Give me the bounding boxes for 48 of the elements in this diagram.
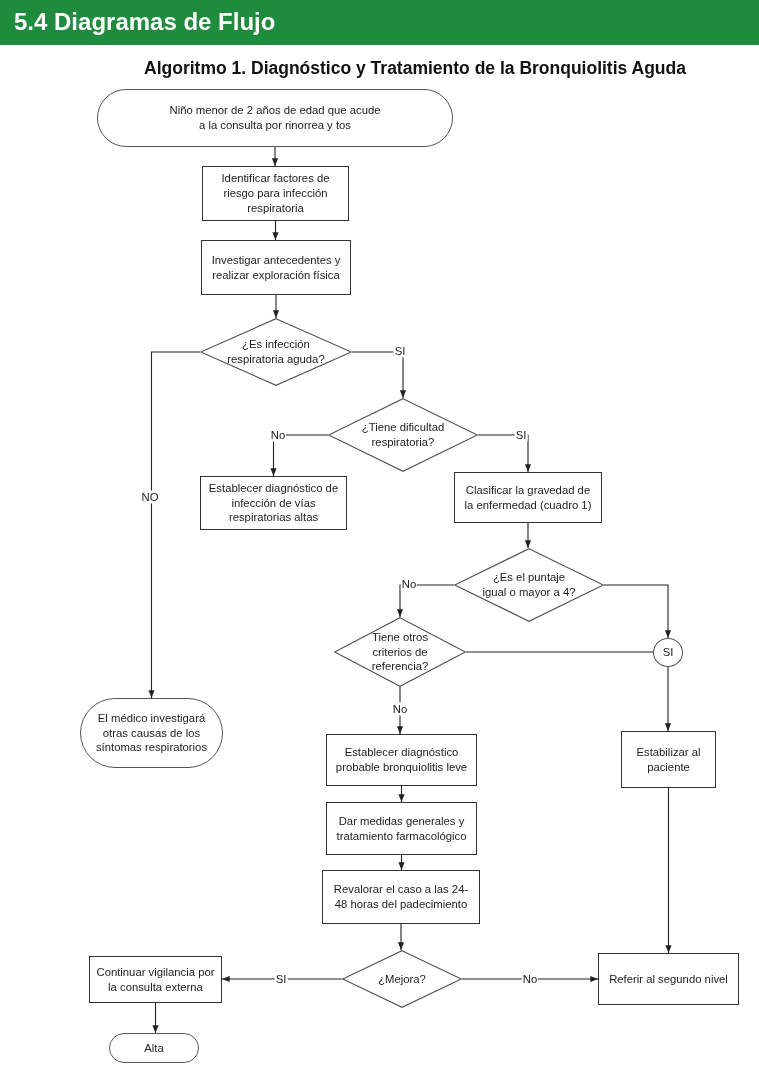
arrow: [148, 351, 201, 699]
process-box: Continuar vigilancia por la consulta externa: [89, 956, 222, 1003]
arrow: [271, 146, 279, 167]
process-box: Dar medidas generales y tratamiento farmacológico: [326, 802, 477, 855]
process-box: Revalorar el caso a las 24-48 horas del padecimiento: [322, 870, 480, 924]
decision-diamond: ¿Tiene dificultad respiratoria?: [328, 398, 478, 472]
arrow: [272, 294, 280, 319]
edge-label: No: [269, 428, 287, 442]
section-heading: 5.4 Diagramas de Flujo: [14, 8, 276, 36]
edge-label: No: [400, 577, 418, 591]
arrow: [397, 923, 405, 951]
connector-line: [465, 651, 654, 653]
process-box: Clasificar la gravedad de la enfermedad (cuadro 1): [454, 472, 602, 523]
connector-circle: SI: [653, 638, 683, 667]
arrow: [396, 584, 455, 618]
arrow: [398, 785, 405, 803]
edge-label: NO: [140, 490, 160, 504]
arrow: [603, 584, 672, 639]
arrow: [351, 351, 407, 399]
decision-diamond: ¿Es el puntaje igual o mayor a 4?: [454, 548, 604, 622]
process-box: Referir al segundo nivel: [598, 953, 739, 1005]
arrow: [398, 854, 405, 871]
arrow: [152, 1002, 159, 1034]
decision-diamond: ¿Es infección respiratoria aguda?: [200, 318, 352, 386]
process-box: Investigar antecedentes y realizar exploración física: [201, 240, 351, 295]
terminal-shape: El médico investigará otras causas de los síntomas respiratorios: [80, 698, 223, 768]
process-box: Estabilizar al paciente: [621, 731, 716, 788]
arrow: [524, 522, 532, 549]
decision-diamond: ¿Mejora?: [342, 950, 462, 1008]
process-box: Establecer diagnóstico probable bronquiolitis leve: [326, 734, 477, 786]
process-box: Identificar factores de riesgo para infección respiratoria: [202, 166, 349, 221]
edge-label: SI: [514, 428, 528, 442]
edge-label: SI: [393, 344, 407, 358]
edge-label: No: [521, 972, 539, 986]
arrow: [664, 666, 672, 732]
process-box: Establecer diagnóstico de infección de vías respiratorias altas: [200, 476, 347, 530]
terminal-shape: Alta: [109, 1033, 199, 1063]
decision-diamond: Tiene otros criterios de referencia?: [334, 617, 466, 687]
arrow: [221, 975, 343, 983]
edge-label: No: [391, 702, 409, 716]
diagram-title: Algoritmo 1. Diagnóstico y Tratamiento de la Bronquiolitis Aguda: [143, 58, 687, 79]
arrow: [396, 686, 404, 735]
arrow: [461, 975, 599, 983]
edge-label: SI: [274, 972, 288, 986]
arrow: [665, 787, 672, 954]
arrow: [477, 434, 532, 473]
terminal-shape: Niño menor de 2 años de edad que acude a la consulta por rinorrea y tos: [97, 89, 453, 147]
arrow: [272, 220, 279, 241]
